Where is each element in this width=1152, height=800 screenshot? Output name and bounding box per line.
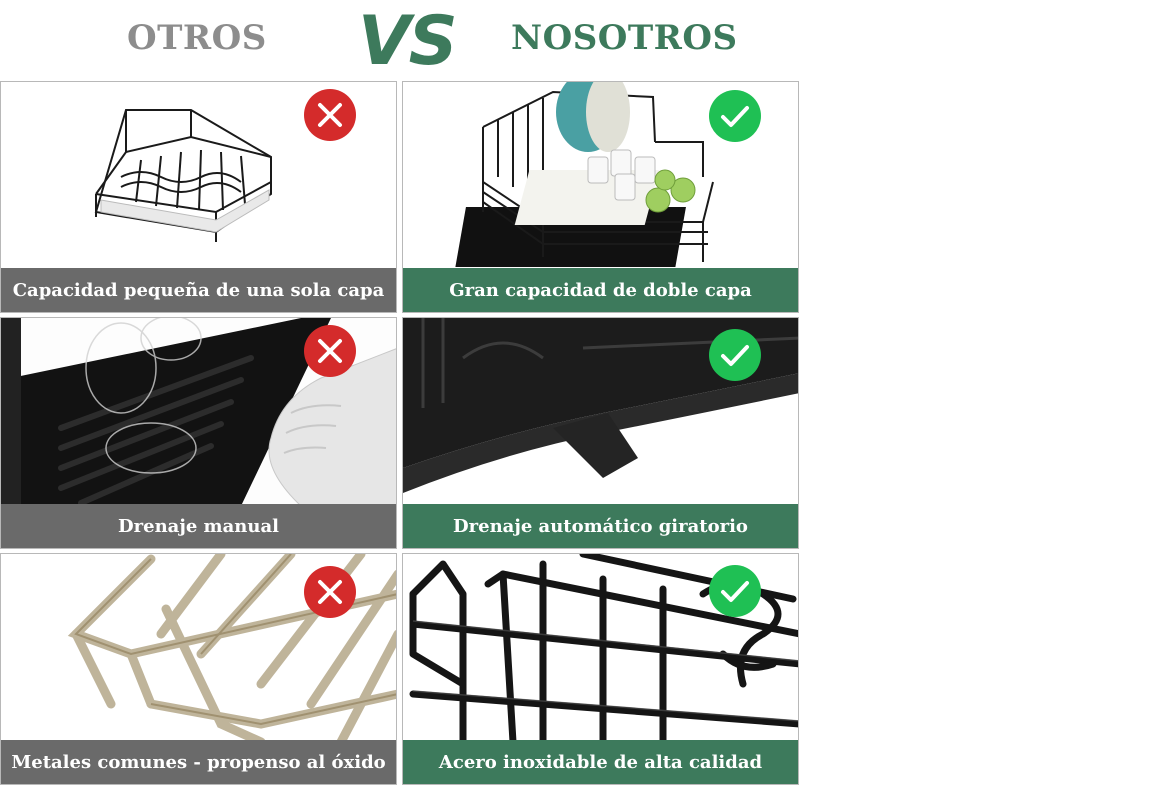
x-icon <box>304 566 356 618</box>
caption-others-drainage: Drenaje manual <box>1 504 396 548</box>
caption-ours-material: Acero inoxidable de alta calidad <box>403 740 798 784</box>
caption-others-capacity: Capacidad pequeña de una sola capa <box>1 268 396 312</box>
x-icon <box>304 325 356 377</box>
comparison-header: OTROS VS NOSOTROS <box>0 0 800 81</box>
check-icon <box>709 329 761 381</box>
vs-heading: VS <box>358 2 458 81</box>
manual-drainage-image <box>1 318 396 507</box>
ours-heading: NOSOTROS <box>511 18 738 58</box>
check-icon <box>709 90 761 142</box>
single-layer-rack-image <box>94 109 272 242</box>
others-cell-material: Metales comunes - propenso al óxido <box>0 553 397 785</box>
double-layer-rack-image <box>455 82 714 267</box>
caption-ours-capacity: Gran capacidad de doble capa <box>403 268 798 312</box>
caption-others-material: Metales comunes - propenso al óxido <box>1 740 396 784</box>
rusty-metal-image <box>67 554 396 747</box>
x-icon <box>304 89 356 141</box>
caption-ours-drainage: Drenaje automático giratorio <box>403 504 798 548</box>
ours-cell-material: Acero inoxidable de alta calidad <box>402 553 799 785</box>
others-heading: OTROS <box>127 18 267 58</box>
others-cell-drainage: Drenaje manual <box>0 317 397 549</box>
ours-cell-capacity: Gran capacidad de doble capa <box>402 81 799 313</box>
check-icon <box>709 565 761 617</box>
ours-cell-drainage: Drenaje automático giratorio <box>402 317 799 549</box>
others-cell-capacity: Capacidad pequeña de una sola capa <box>0 81 397 313</box>
